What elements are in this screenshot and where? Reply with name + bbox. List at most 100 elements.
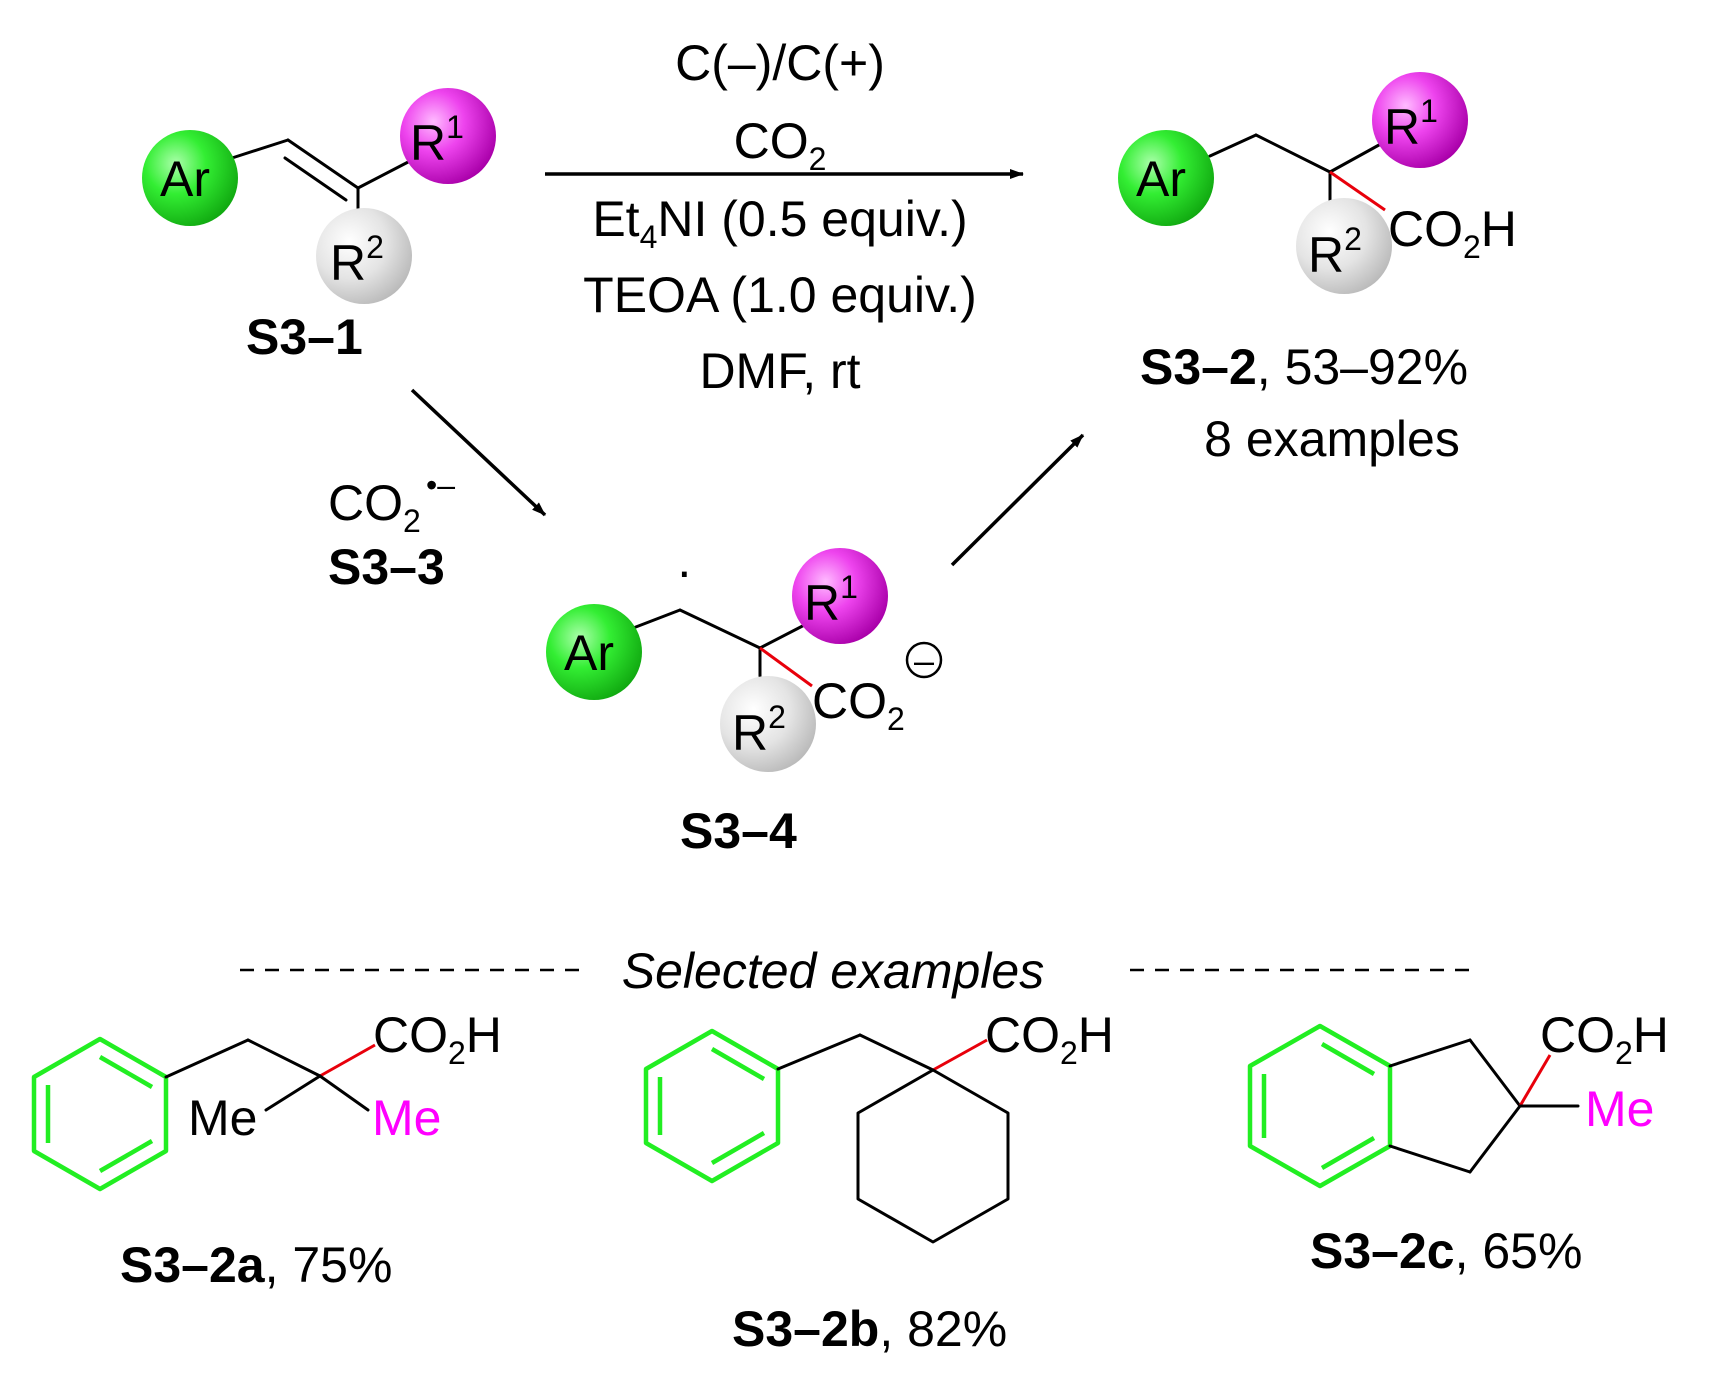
ar-label: Ar (1136, 151, 1186, 207)
bond (164, 1038, 250, 1079)
r2-label: R2 (732, 699, 786, 761)
s3-2b-yield: , 82% (879, 1301, 1007, 1357)
carboxylate-label: CO2 (812, 673, 905, 737)
condition-catalyst: C(–)/C(+) (675, 35, 885, 91)
s3-4-label: S3–4 (680, 803, 797, 859)
example-s3-2b: CO2H S3–2b, 82% (643, 1007, 1114, 1357)
negative-charge-icon (905, 641, 943, 679)
co-text: CO (373, 1007, 448, 1063)
co2h-label: CO2H (373, 1007, 502, 1071)
r1-ball (1372, 72, 1468, 168)
condition-solvent: DMF, rt (699, 343, 860, 399)
co-text: CO (985, 1007, 1060, 1063)
co-sub: 2 (1060, 1035, 1078, 1071)
bond (858, 1033, 935, 1072)
s3-1-label: S3–1 (246, 309, 363, 365)
r1-ball (400, 88, 496, 184)
co2h-label: CO2H (1388, 201, 1517, 265)
et4ni-sub: 4 (640, 219, 658, 255)
benzene-ring (31, 1036, 169, 1192)
r2-ball (720, 676, 816, 772)
et4ni-b: NI (0.5 equiv.) (657, 191, 967, 247)
cyclohexane-ring (856, 1068, 1010, 1244)
r-letter: R (330, 235, 366, 291)
co-sub: 2 (403, 503, 421, 539)
ring-double-bond (1320, 1136, 1376, 1170)
co-sub: 2 (887, 701, 905, 737)
r1-sup: 1 (840, 569, 858, 605)
reaction-conditions: C(–)/C(+) CO2 Et4NI (0.5 equiv.) TEOA (1… (583, 35, 977, 399)
bond (678, 608, 762, 650)
r1-sup: 1 (1420, 93, 1438, 129)
compound-s3-1: Ar R1 R2 S3–1 (142, 88, 496, 365)
s3-2-yield: , 53–92% (1257, 339, 1468, 395)
co2-radical-anion: CO2 (328, 475, 421, 539)
methyl-magenta-label: Me (1585, 1081, 1654, 1137)
ring-double-bond (1320, 1042, 1376, 1076)
ar-label: Ar (160, 151, 210, 207)
ring-double-bond (98, 1139, 154, 1173)
bond (1208, 133, 1258, 158)
methyl-magenta-label: Me (372, 1090, 441, 1146)
new-cc-bond (319, 1043, 376, 1078)
ar-ball (1118, 130, 1214, 226)
example-s3-2a: CO2H Me Me S3–2a, 75% (31, 1007, 502, 1293)
et4ni-a: Et (592, 191, 639, 247)
s3-2c-yield: , 65% (1455, 1223, 1583, 1279)
methyl-label: Me (188, 1090, 257, 1146)
arrow-to-intermediate (410, 388, 547, 517)
s3-2c-bold: S3–2c (1310, 1223, 1455, 1279)
ar-label: Ar (564, 625, 614, 681)
r1-label: R1 (804, 569, 858, 631)
co-text: CO (1540, 1007, 1615, 1063)
reagent-s3-3: CO2 •– S3–3 (328, 467, 455, 595)
ring-double-bond (98, 1055, 154, 1089)
new-cc-bond (1329, 170, 1386, 212)
co-sub: 2 (1463, 229, 1481, 265)
co-text: CO (328, 475, 403, 531)
r-letter: R (410, 115, 446, 171)
s3-2-label: S3–2, 53–92% (1140, 339, 1468, 395)
compound-s3-4: · Ar R1 R2 CO2 – S3–4 (546, 543, 943, 859)
r2-sup: 2 (768, 699, 786, 735)
co-sub: 2 (1615, 1035, 1633, 1071)
condition-et4ni: Et4NI (0.5 equiv.) (592, 191, 967, 255)
s3-2c-label: S3–2c, 65% (1310, 1223, 1582, 1279)
r1-sup: 1 (446, 109, 464, 145)
r2-ball (1296, 198, 1392, 294)
ring-double-bond (710, 1131, 766, 1165)
r-letter: R (732, 705, 768, 761)
bond (1328, 138, 1390, 174)
r-letter: R (804, 575, 840, 631)
r1-label: R1 (410, 109, 464, 171)
radical-anion-marker: •– (426, 467, 455, 503)
condition-teoa: TEOA (1.0 equiv.) (583, 267, 977, 323)
bond (230, 138, 290, 160)
bond (1388, 1144, 1472, 1174)
arrow-to-product (950, 433, 1085, 567)
r2-sup: 2 (1344, 221, 1362, 257)
new-cc-bond (759, 646, 813, 688)
bond (356, 158, 414, 190)
example-s3-2c: CO2H Me S3–2c, 65% (1247, 1007, 1669, 1279)
double-bond (286, 138, 360, 190)
bond (1468, 1038, 1522, 1108)
s3-2-bold: S3–2 (1140, 339, 1257, 395)
r2-ball (316, 208, 412, 304)
benzene-ring (1247, 1023, 1393, 1189)
new-cc-bond (1518, 1054, 1552, 1107)
bond (1388, 1038, 1472, 1068)
s3-2a-label: S3–2a, 75% (120, 1237, 392, 1293)
s3-2b-label: S3–2b, 82% (732, 1301, 1007, 1357)
r2-sup: 2 (366, 229, 384, 265)
bond (1468, 1104, 1522, 1174)
bond (246, 1038, 322, 1078)
bond (264, 1074, 322, 1112)
co2h-label: CO2H (1540, 1007, 1669, 1071)
s3-2a-bold: S3–2a (120, 1237, 266, 1293)
compound-s3-2: Ar R1 R2 CO2H S3–2, 53–92% 8 examples (1118, 72, 1517, 467)
r-letter: R (1384, 99, 1420, 155)
selected-examples-header: Selected examples (622, 943, 1044, 999)
new-cc-bond (932, 1038, 988, 1072)
